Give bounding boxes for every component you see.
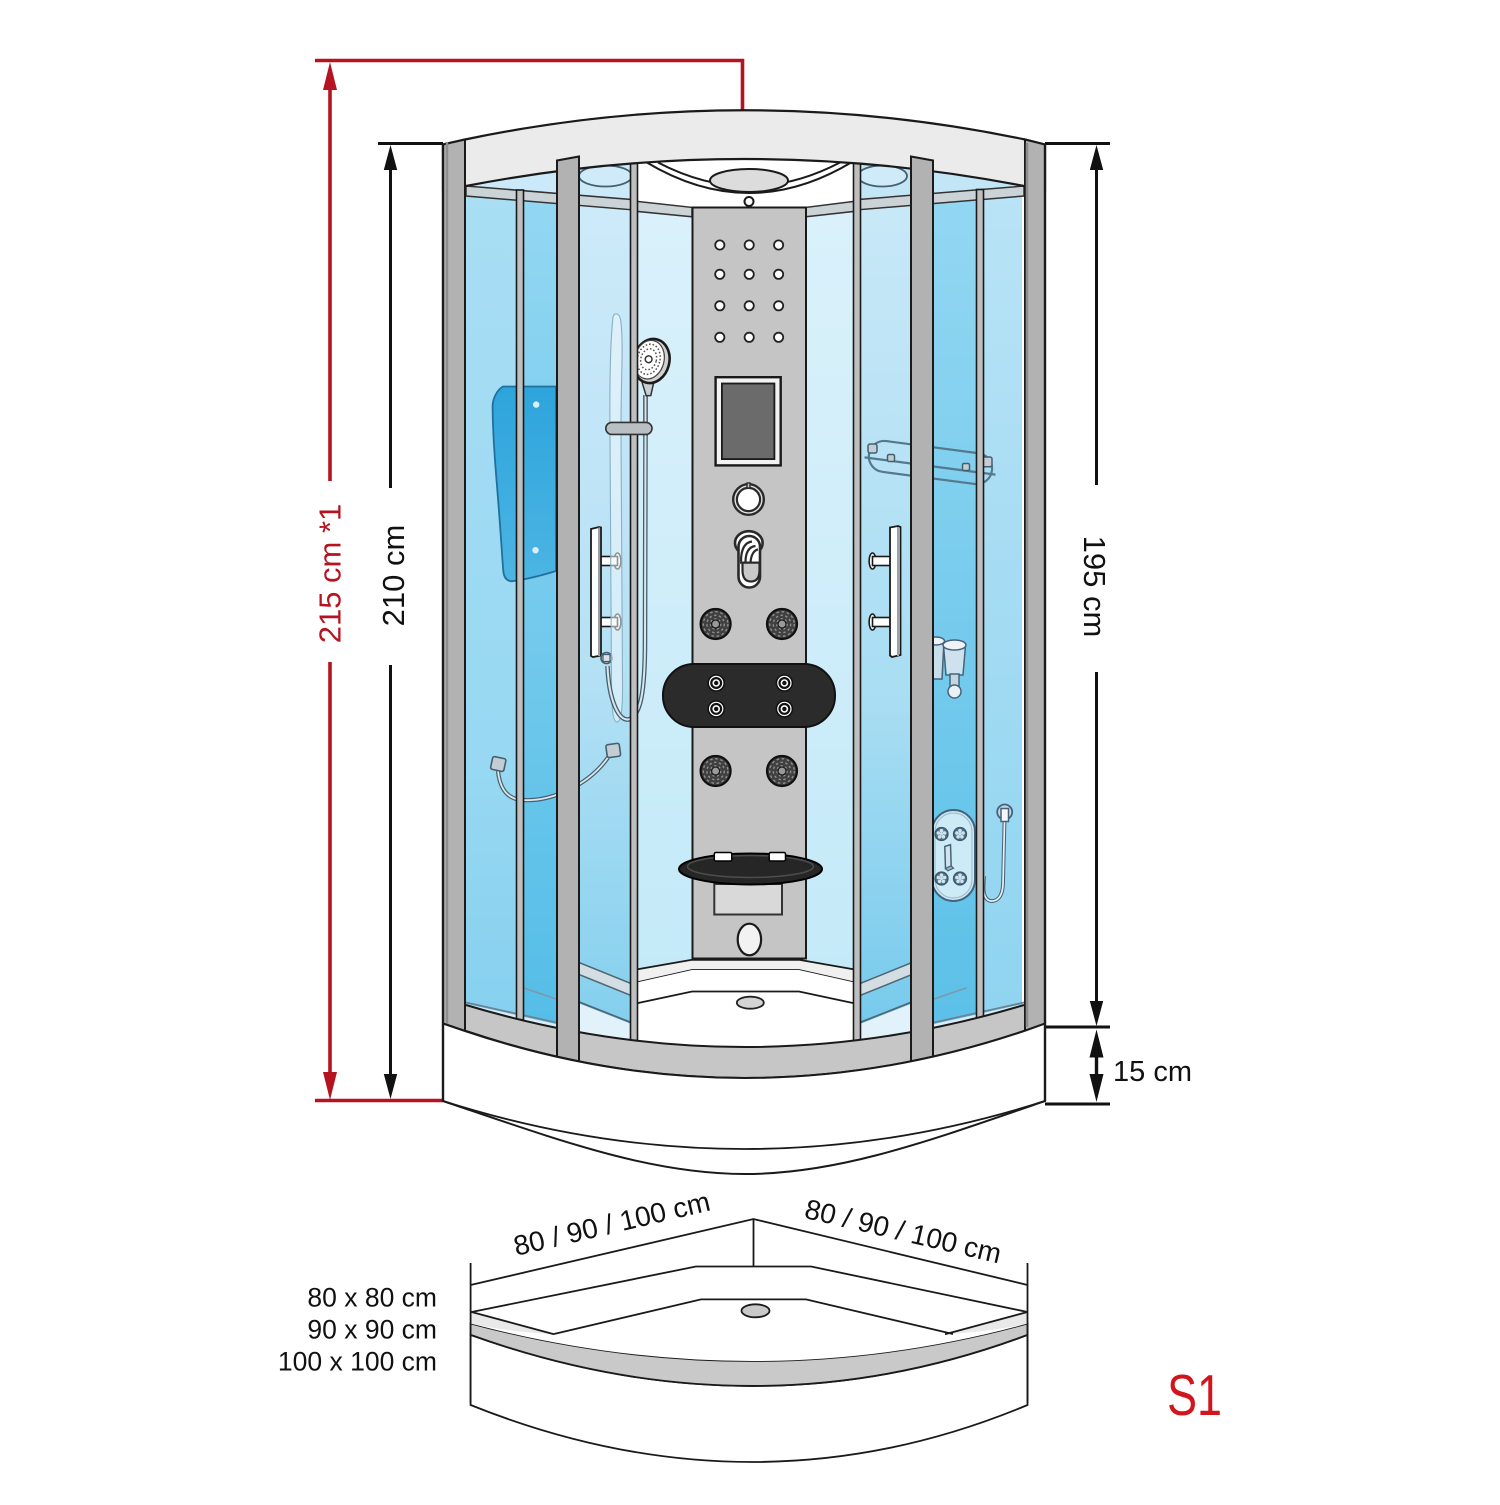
svg-text:215 cm *1: 215 cm *1	[313, 504, 348, 644]
svg-text:80 / 90 / 100 cm: 80 / 90 / 100 cm	[802, 1193, 1005, 1269]
svg-text:S1: S1	[1167, 1363, 1222, 1428]
svg-text:90 x 90 cm: 90 x 90 cm	[307, 1315, 437, 1345]
svg-text:80 / 90 / 100 cm: 80 / 90 / 100 cm	[511, 1186, 714, 1262]
svg-text:80 x 80 cm: 80 x 80 cm	[307, 1283, 437, 1313]
svg-text:195 cm: 195 cm	[1077, 536, 1112, 638]
svg-text:210 cm: 210 cm	[376, 525, 411, 627]
svg-text:100 x 100 cm: 100 x 100 cm	[278, 1347, 437, 1377]
svg-text:15 cm: 15 cm	[1113, 1056, 1192, 1088]
